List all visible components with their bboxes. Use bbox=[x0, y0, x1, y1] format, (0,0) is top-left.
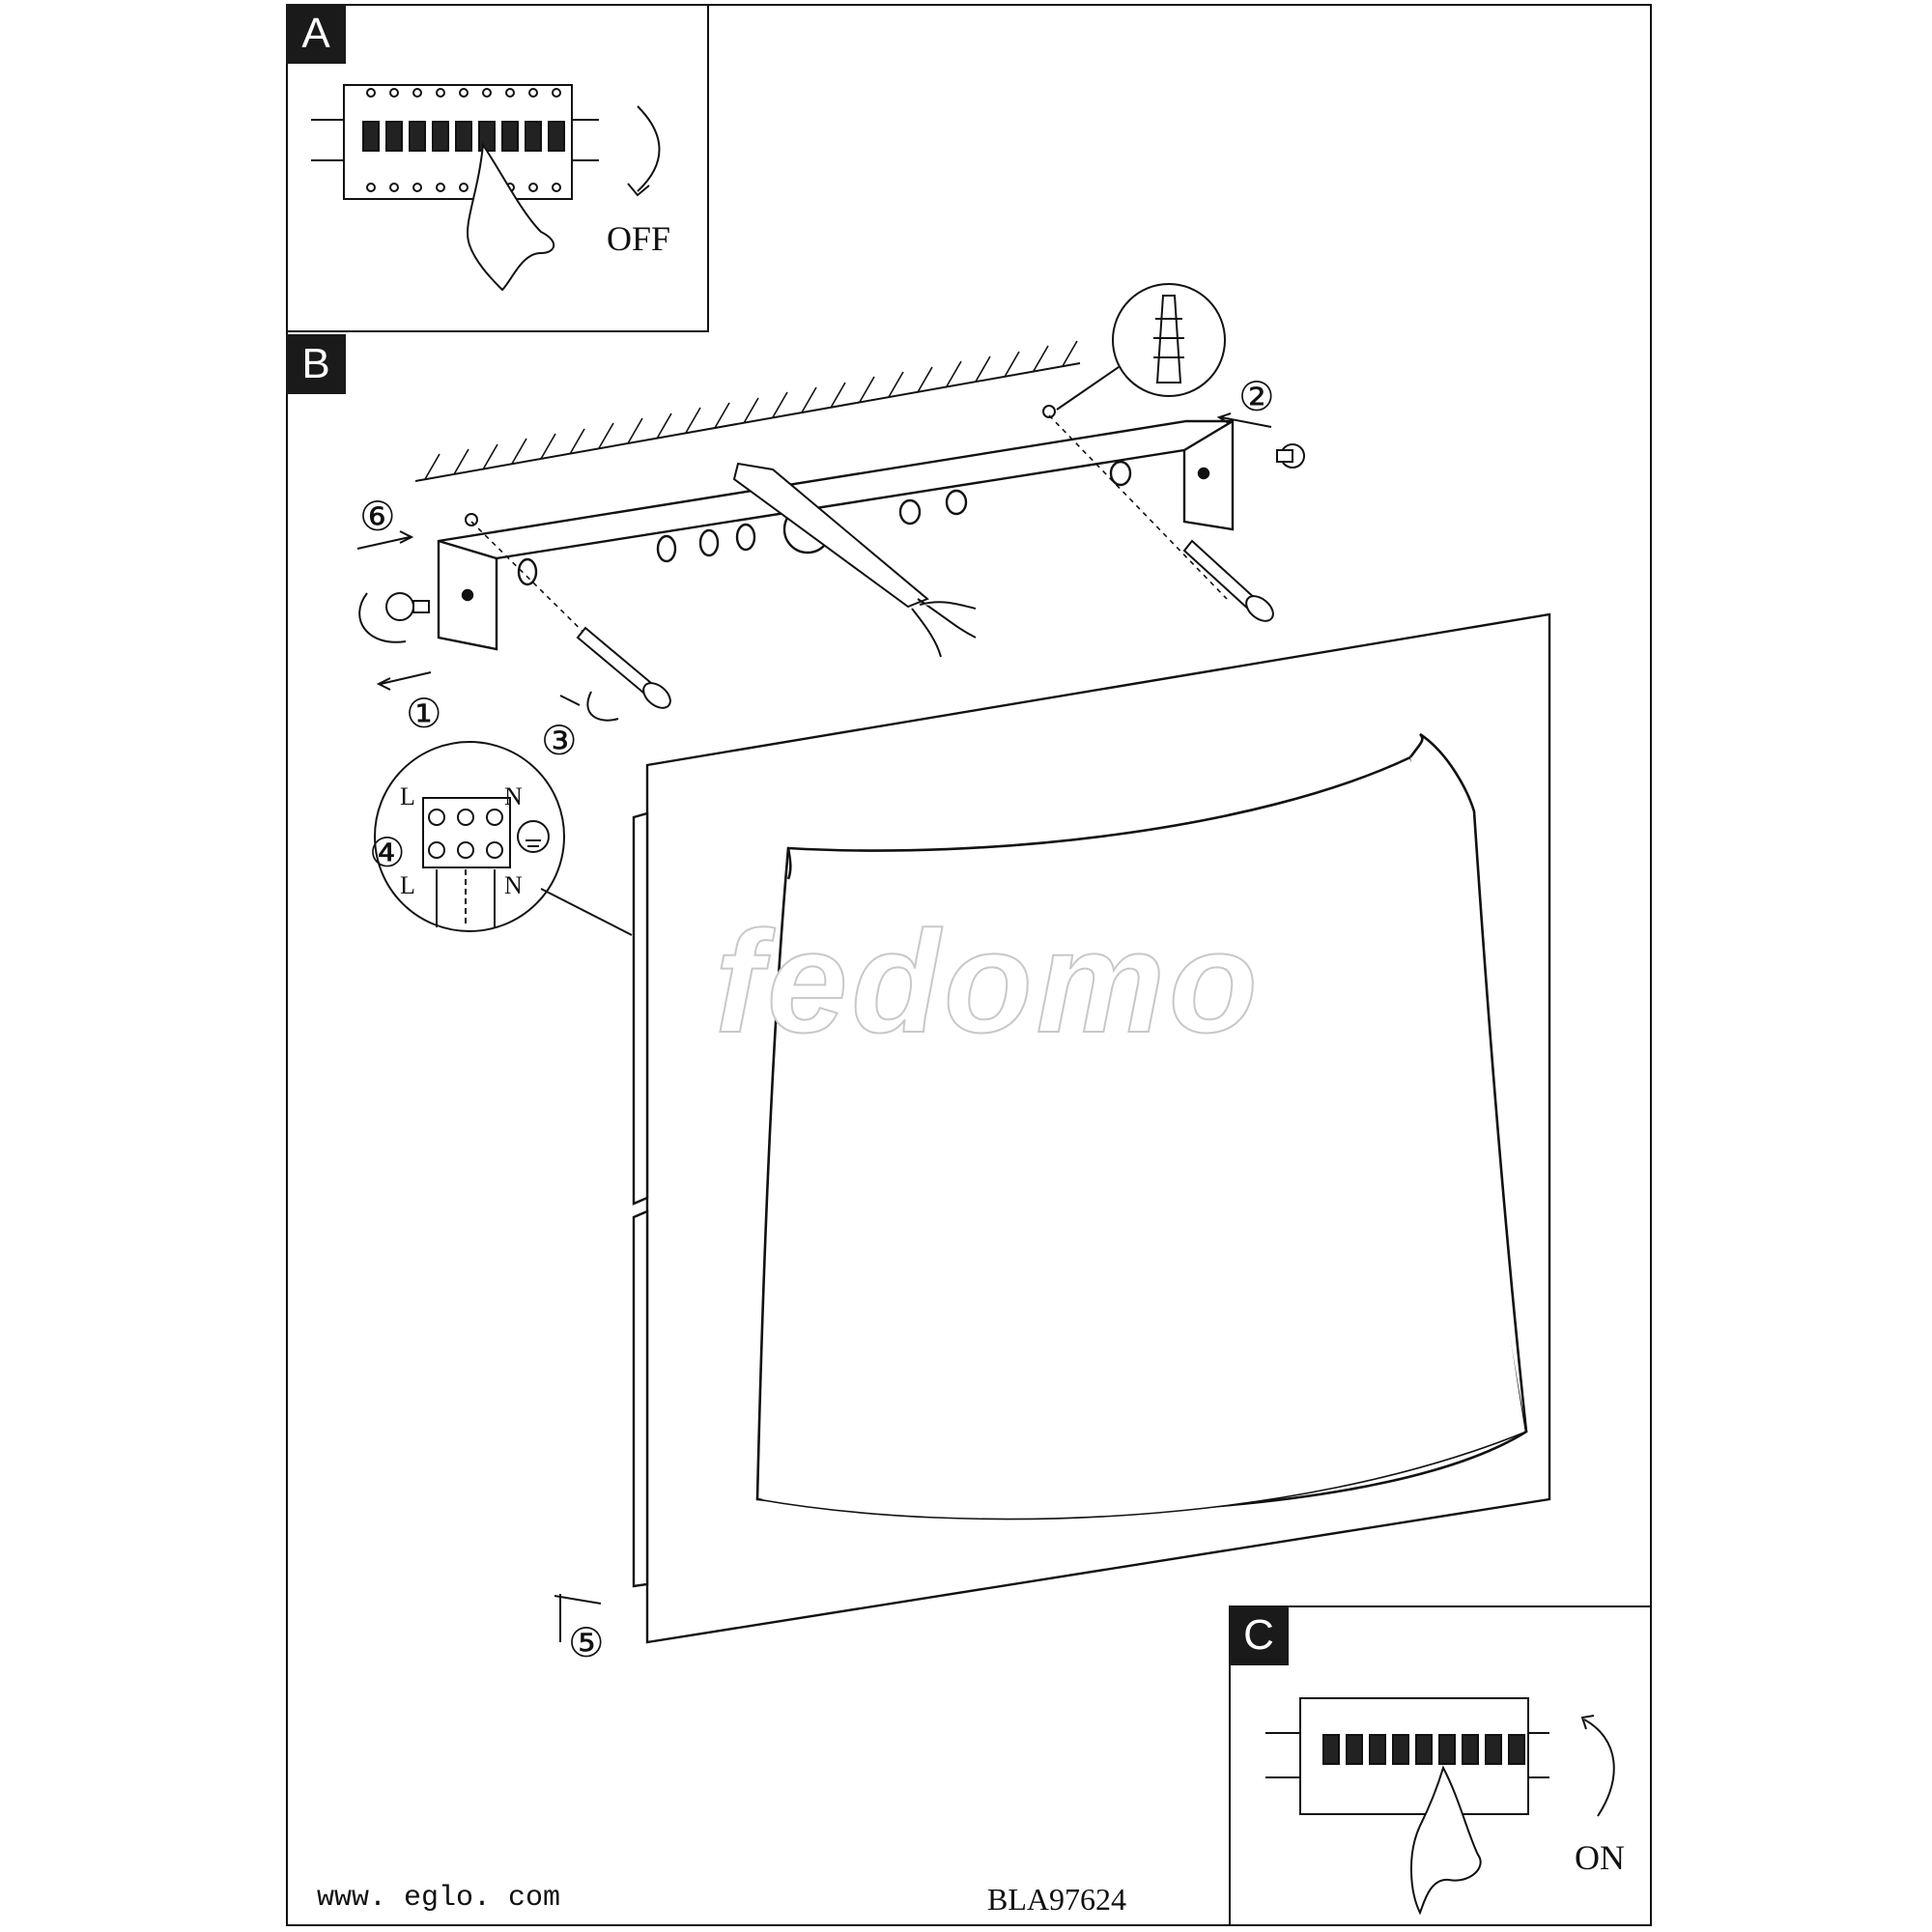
wiring-detail bbox=[374, 741, 633, 936]
wood-screws bbox=[576, 539, 1274, 709]
step-c-badge: C bbox=[1229, 1605, 1289, 1665]
breaker-box-off bbox=[311, 84, 661, 292]
wire-neutral-top: N bbox=[504, 782, 523, 810]
step-a-badge: A bbox=[286, 4, 346, 64]
guide-lines bbox=[470, 414, 1228, 668]
step-b-badge: B bbox=[286, 334, 346, 394]
breaker-box-on bbox=[1265, 1697, 1615, 1916]
step-4-label: ④ bbox=[369, 832, 406, 876]
on-label: ON bbox=[1575, 1838, 1625, 1877]
product-code: BLA97624 bbox=[987, 1882, 1126, 1917]
step-6-label: ⑥ bbox=[359, 496, 396, 540]
page-frame bbox=[286, 4, 1652, 1926]
mounting-bracket bbox=[437, 419, 1235, 651]
panel-a bbox=[286, 4, 709, 332]
bracket-bolts bbox=[385, 443, 1305, 621]
step-arrows bbox=[356, 412, 1272, 1642]
wall-dowel-circle bbox=[465, 283, 1226, 526]
wall-hatching bbox=[414, 340, 1081, 482]
step-3-label: ③ bbox=[541, 720, 578, 764]
step-1-label: ① bbox=[406, 693, 442, 737]
lamp-shade bbox=[755, 732, 1528, 1520]
off-label: OFF bbox=[607, 219, 671, 258]
step-2-label: ② bbox=[1238, 376, 1275, 420]
wire-neutral-bottom: N bbox=[504, 871, 523, 899]
watermark: fedomo bbox=[714, 899, 1262, 1064]
wire-live-bottom: L bbox=[400, 871, 415, 899]
website-footer: www. eglo. com bbox=[317, 1882, 561, 1915]
wire-live-top: L bbox=[400, 782, 415, 810]
step-5-label: ⑤ bbox=[568, 1622, 605, 1666]
power-cable bbox=[732, 462, 977, 658]
panel-c bbox=[1229, 1605, 1652, 1926]
